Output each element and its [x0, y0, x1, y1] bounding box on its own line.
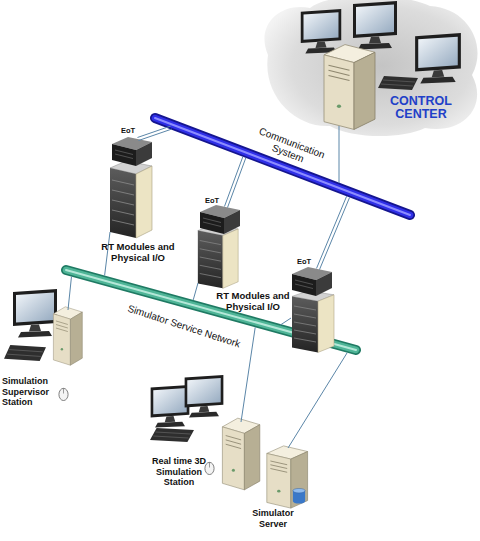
keyboard-icon [150, 428, 194, 442]
rack-icon [198, 225, 238, 289]
monitor-icon [151, 385, 190, 428]
network-link [280, 318, 291, 325]
database-icon [293, 488, 305, 503]
eot-label: EoT [292, 257, 316, 266]
rack-icon [110, 161, 152, 238]
station-label: Real time 3D Simulation Station [146, 456, 212, 488]
eot-label: EoT [116, 126, 140, 135]
network-link [288, 353, 347, 448]
pc-tower [222, 418, 259, 490]
pc-tower [53, 307, 82, 365]
workstation: Real time 3D Simulation Station [145, 372, 267, 497]
eot-box [200, 205, 240, 234]
cloud-shape [264, 0, 477, 136]
bus-tube-line [155, 118, 410, 215]
server: Simulator Server [244, 440, 316, 538]
eot-label: EoT [200, 196, 224, 205]
network-link [224, 157, 245, 208]
unit-label: RT Modules and Physical I/O [208, 290, 298, 312]
monitor-icon [13, 289, 57, 338]
monitor-icon [185, 375, 224, 418]
eot-box [292, 267, 332, 296]
control-center: CONTROL CENTER [245, 0, 480, 140]
keyboard-icon [378, 76, 418, 90]
network-link [105, 232, 110, 276]
center-title: CONTROL CENTER [378, 95, 464, 121]
station-label: Simulation Supervisor Station [2, 376, 58, 408]
network-link [241, 327, 255, 422]
rt-unit: EoT RT Modules and Physical I/O [192, 196, 304, 320]
station-label: Simulator Server [245, 508, 301, 529]
network-link [137, 126, 171, 140]
bus-tube-line [155, 118, 410, 215]
rack-icon [292, 291, 334, 353]
monitor-icon [415, 33, 461, 83]
monitor-icon [301, 9, 341, 54]
server-tower [267, 446, 308, 508]
network-link [339, 126, 340, 183]
rt-unit: EoT RT Modules and Physical I/O [98, 122, 178, 268]
unit-label: RT Modules and Physical I/O [100, 241, 176, 263]
rt-unit: EoT [284, 255, 344, 367]
workstation: Simulation Supervisor Station [0, 286, 88, 412]
bus-tube-line [155, 118, 410, 215]
mouse-icon [59, 388, 68, 400]
keyboard-icon [4, 345, 46, 361]
monitor-icon [353, 1, 397, 50]
eot-box [112, 137, 152, 166]
network-link [317, 196, 350, 269]
network-link [193, 283, 198, 300]
server-tower [324, 45, 375, 130]
mouse-icon [205, 462, 214, 474]
network-link [68, 277, 71, 310]
